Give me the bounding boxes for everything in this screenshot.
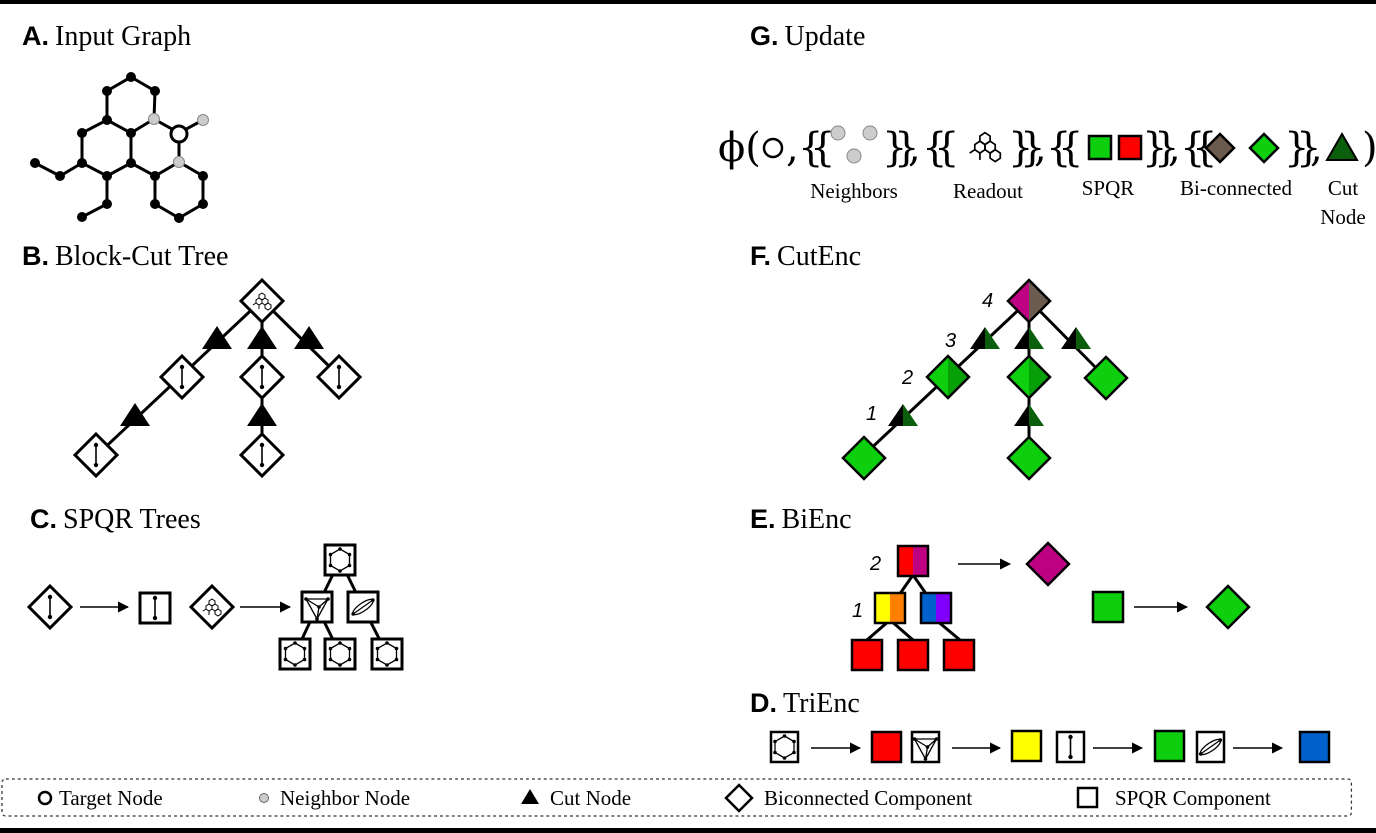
section-g-title: Update bbox=[785, 21, 866, 52]
svg-text:,: , bbox=[1310, 125, 1323, 171]
section-e-title: BiEnc bbox=[782, 504, 852, 535]
svg-text:}: } bbox=[1296, 125, 1321, 171]
svg-text:}: } bbox=[1008, 125, 1033, 171]
green-diamond bbox=[1205, 584, 1251, 630]
svg-text:}: } bbox=[894, 125, 919, 171]
root-biconnected-diamond bbox=[1006, 278, 1052, 324]
input-graph bbox=[34, 75, 205, 220]
legend-biconnected-icon bbox=[724, 783, 754, 813]
svg-text:,: , bbox=[1168, 125, 1181, 171]
panel-d-trienc: D.TriEnc bbox=[750, 688, 1331, 764]
readout-molecule-icon bbox=[968, 131, 1002, 163]
svg-text:C.SPQR Trees: C.SPQR Trees bbox=[30, 504, 201, 535]
cut-triangles bbox=[888, 327, 1091, 426]
bicon-brown-diamond bbox=[1204, 132, 1236, 164]
svg-text:A.Input Graph: A.Input Graph bbox=[22, 21, 191, 52]
section-a-letter: A. bbox=[22, 21, 49, 51]
magenta-diamond bbox=[1025, 541, 1071, 587]
bienc-index-1: 1 bbox=[852, 600, 863, 622]
spqr-red-square bbox=[1117, 134, 1143, 161]
spqr-root-box bbox=[896, 544, 930, 578]
svg-text:{: { bbox=[1058, 125, 1083, 171]
svg-text:,: , bbox=[786, 125, 799, 171]
bienc-index-2: 2 bbox=[869, 553, 881, 575]
svg-text:}: } bbox=[1154, 125, 1179, 171]
legend-spqr-icon bbox=[1076, 786, 1099, 809]
section-f-title: CutEnc bbox=[777, 241, 861, 272]
panel-f-cutenc: F.CutEnc 1 2 3 4 bbox=[750, 241, 1129, 481]
svg-text:,: , bbox=[908, 125, 921, 171]
graph-nodes bbox=[30, 72, 209, 223]
target-node bbox=[169, 124, 189, 144]
legend-target-node: Target Node bbox=[59, 786, 163, 810]
svg-text:{: { bbox=[798, 125, 823, 171]
green-square bbox=[1091, 590, 1125, 624]
svg-text:{: { bbox=[934, 125, 959, 171]
section-b-letter: B. bbox=[22, 241, 49, 271]
caption-spqr: SPQR bbox=[1082, 176, 1135, 200]
svg-text:,: , bbox=[1034, 125, 1047, 171]
neighbor-node bbox=[197, 114, 209, 126]
legend-biconnected-component: Biconnected Component bbox=[764, 786, 972, 810]
caption-neighbors: Neighbors bbox=[810, 179, 898, 203]
target-node-icon bbox=[762, 137, 784, 159]
spqr-green-square bbox=[1087, 134, 1113, 161]
legend-neighbor-node: Neighbor Node bbox=[280, 786, 410, 810]
svg-text:}: } bbox=[882, 125, 907, 171]
svg-text:G.Update: G.Update bbox=[750, 21, 865, 52]
caption-biconnected: Bi-connected bbox=[1180, 176, 1292, 200]
caption-cut: Cut bbox=[1328, 176, 1359, 200]
legend-spqr-component: SPQR Component bbox=[1115, 786, 1271, 810]
svg-text:D.TriEnc: D.TriEnc bbox=[750, 688, 860, 719]
caption-node: Node bbox=[1320, 205, 1366, 229]
legend-target-node-icon bbox=[37, 790, 53, 806]
neighbor-node bbox=[148, 113, 160, 125]
svg-text:}: } bbox=[1020, 125, 1045, 171]
phi-symbol: ϕ( bbox=[718, 125, 761, 171]
legend: Target Node Neighbor Node Cut Node Bicon… bbox=[1, 778, 1353, 817]
svg-text:{: { bbox=[922, 125, 947, 171]
section-c-title: SPQR Trees bbox=[63, 504, 201, 535]
section-c-letter: C. bbox=[30, 504, 57, 534]
section-b-title: Block-Cut Tree bbox=[55, 241, 228, 272]
svg-text:{: { bbox=[1180, 125, 1205, 171]
svg-text:E.BiEnc: E.BiEnc bbox=[750, 504, 852, 535]
section-d-title: TriEnc bbox=[783, 688, 860, 719]
bicon-green-diamond bbox=[1248, 132, 1280, 164]
svg-text:{: { bbox=[1046, 125, 1071, 171]
cutenc-index-3: 3 bbox=[945, 330, 956, 352]
svg-text:F.CutEnc: F.CutEnc bbox=[750, 241, 861, 272]
caption-readout: Readout bbox=[953, 179, 1023, 203]
legend-neighbor-node-icon bbox=[259, 793, 269, 803]
neighbor-node bbox=[173, 156, 185, 168]
section-e-letter: E. bbox=[750, 504, 776, 534]
top-rule bbox=[0, 0, 1376, 4]
panel-e-bienc: E.BiEnc 1 2 bbox=[750, 504, 1251, 672]
section-d-letter: D. bbox=[750, 688, 777, 718]
cut-node-dark-triangle bbox=[1325, 131, 1359, 161]
panel-b-block-cut-tree: B.Block-Cut Tree bbox=[22, 241, 363, 479]
section-f-letter: F. bbox=[750, 241, 771, 271]
legend-cut-node: Cut Node bbox=[550, 786, 631, 810]
section-g-letter: G. bbox=[750, 21, 779, 51]
svg-text:B.Block-Cut Tree: B.Block-Cut Tree bbox=[22, 241, 228, 272]
cut-nodes bbox=[120, 326, 324, 426]
svg-text:): ) bbox=[1362, 125, 1376, 171]
svg-text:}: } bbox=[1284, 125, 1309, 171]
svg-text:}: } bbox=[1142, 125, 1167, 171]
cutenc-index-2: 2 bbox=[901, 367, 913, 389]
panel-a-input-graph: A.Input Graph bbox=[22, 21, 209, 223]
panel-c-spqr-trees: C.SPQR Trees bbox=[26, 504, 404, 671]
bottom-rule bbox=[0, 828, 1376, 833]
legend-cut-node-icon bbox=[521, 789, 539, 804]
cutenc-index-1: 1 bbox=[866, 403, 877, 425]
block-nodes bbox=[72, 277, 363, 479]
cutenc-index-4: 4 bbox=[982, 290, 993, 312]
panel-g-update: G.Update ϕ( , {{ }} , {{ }} , {{ }} , {{… bbox=[718, 21, 1376, 229]
section-a-title: Input Graph bbox=[55, 21, 191, 52]
